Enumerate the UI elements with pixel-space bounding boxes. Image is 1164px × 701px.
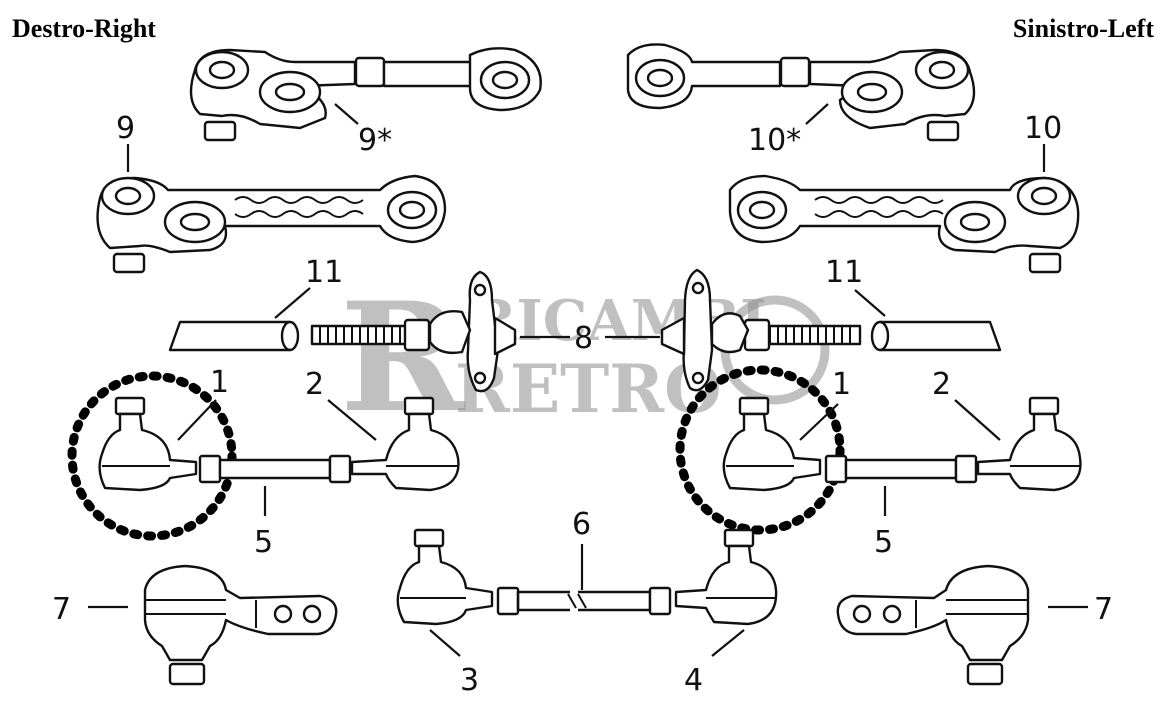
part-9-fixed-arm xyxy=(96,174,447,274)
highlight-circle-right xyxy=(675,365,845,535)
watermark-logo: R RICAMBI RETRO xyxy=(340,270,830,446)
part-10-star-adjustable-arm xyxy=(626,43,976,142)
part-2-tie-rod-end-left xyxy=(350,396,460,492)
header-left-side: Sinistro-Left xyxy=(1012,14,1154,43)
part-11-sleeve-left xyxy=(168,320,300,352)
part-1-tie-rod-end-left xyxy=(98,396,198,492)
label-8: 8 xyxy=(574,321,593,356)
label-10: 10 xyxy=(1024,111,1062,146)
part-9-star-adjustable-arm xyxy=(189,47,542,142)
part-2-tie-rod-end-right xyxy=(976,396,1082,492)
label-11-right: 11 xyxy=(825,255,863,290)
part-5-tie-rod-left xyxy=(198,454,352,484)
part-6-center-tie-rod xyxy=(496,586,672,616)
label-5-right: 5 xyxy=(874,525,893,560)
label-9: 9 xyxy=(116,111,135,146)
part-1-tie-rod-end-right xyxy=(722,396,822,492)
label-9-star: 9* xyxy=(358,123,392,158)
label-2-left: 2 xyxy=(305,367,324,402)
threaded-rod-right xyxy=(743,318,862,352)
part-4-tie-rod-end-center xyxy=(674,528,778,626)
label-6: 6 xyxy=(572,507,591,542)
label-3: 3 xyxy=(460,663,479,698)
threaded-rod-left xyxy=(310,318,431,352)
label-5-left: 5 xyxy=(254,525,273,560)
part-8-idler-bracket-left xyxy=(428,270,517,393)
label-2-right: 2 xyxy=(932,367,951,402)
part-3-tie-rod-end-center xyxy=(396,528,494,626)
label-11-left: 11 xyxy=(305,255,343,290)
label-7-right: 7 xyxy=(1094,592,1113,627)
label-1-left: 1 xyxy=(210,365,229,400)
watermark-text-bottom: RETRO xyxy=(455,350,722,428)
part-11-sleeve-right xyxy=(870,320,1002,352)
highlight-circle-left xyxy=(67,371,237,541)
header-right-side: Destro-Right xyxy=(12,14,156,43)
part-7-ball-joint-right xyxy=(836,564,1030,686)
part-5-tie-rod-right xyxy=(824,454,978,484)
label-4: 4 xyxy=(684,663,703,698)
label-7-left: 7 xyxy=(52,592,71,627)
part-7-ball-joint-left xyxy=(143,564,338,686)
part-10-fixed-arm xyxy=(728,174,1080,274)
part-8-idler-bracket-right xyxy=(660,268,750,392)
watermark-big-r: R xyxy=(340,270,466,446)
label-1-right: 1 xyxy=(832,367,851,402)
label-10-star: 10* xyxy=(748,123,801,158)
